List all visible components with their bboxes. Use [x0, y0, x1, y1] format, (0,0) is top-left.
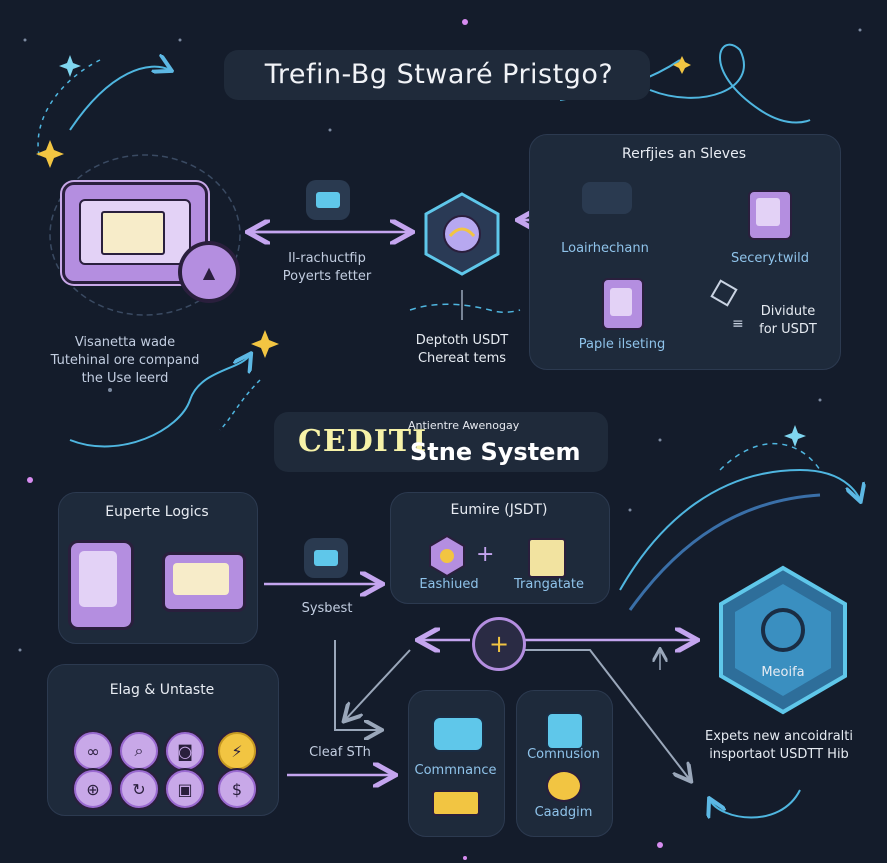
arrow-down-left: [334, 640, 380, 730]
phone-icon[interactable]: [602, 278, 644, 330]
bottom-right-caption: Expets new ancoidralti insportaot USDTT …: [705, 729, 853, 762]
cycle-icon[interactable]: ↻: [120, 770, 158, 808]
decorative-swirl-right: [619, 468, 860, 591]
star-gold-3: [673, 56, 691, 74]
arrow-diagonal-right: [510, 649, 690, 780]
dashed-hex-path: [409, 303, 521, 313]
middle-title-main: Stne System: [410, 438, 581, 466]
arrow-diagonal-left: [345, 649, 411, 720]
euperte-screen-icon[interactable]: [162, 552, 246, 612]
page-title: Trefin-Bg Stwaré Pristgo?: [264, 59, 614, 90]
briefcase-icon-middle: [304, 538, 348, 578]
eumire-panel: [390, 492, 610, 604]
cleaf-label: Cleaf STh: [309, 745, 371, 760]
eumire-item1: Eashiued: [419, 577, 479, 592]
toolbox-icon: [582, 182, 632, 214]
briefcase-icon-top: [306, 180, 350, 220]
chip-icon[interactable]: [546, 712, 584, 750]
lock-icon: [546, 770, 582, 802]
decorative-swirl-top-left: [69, 67, 170, 131]
decorative-swirl-bottom-right: [710, 789, 801, 818]
decorative-swirl-right-2: [628, 493, 821, 611]
star-pink-2: [657, 842, 663, 848]
middle-title-big: CEDITI: [298, 424, 428, 459]
dashed-curve-middle-left: [219, 379, 261, 431]
euperte-device-icon[interactable]: [68, 540, 134, 630]
chain-icon[interactable]: ∞: [74, 732, 112, 770]
plus-sign: +: [476, 542, 495, 567]
top-right-panel-title: Rerfjies an Sleves: [621, 146, 747, 162]
decorative-swirl-top-right: [649, 43, 811, 124]
dividute-label: Dividute for USDT: [759, 304, 817, 337]
device-screen: [79, 199, 191, 265]
lightning-icon[interactable]: ⚡: [218, 732, 256, 770]
top-left-caption: Visanetta wade Tutehinal ore compand the…: [50, 335, 200, 386]
camera-icon[interactable]: ◙: [166, 732, 204, 770]
dollar-icon[interactable]: $: [218, 770, 256, 808]
eumire-item2: Trangatate: [514, 577, 584, 592]
hex-caption: Deptoth USDT Chereat tems: [415, 333, 509, 366]
meoifa-label: Meoifa: [761, 665, 805, 680]
box-icon[interactable]: ▣: [166, 770, 204, 808]
middle-title-small: Antientre Awenogay: [408, 419, 520, 432]
header-pill: [224, 50, 650, 100]
decorative-ellipse-device: [49, 154, 241, 316]
decorative-swirl-middle-left: [69, 355, 250, 448]
speaker-icon[interactable]: [432, 716, 484, 752]
document-icon[interactable]: [528, 538, 566, 578]
top-right-panel: [529, 134, 841, 370]
elag-title: Elag & Untaste: [109, 682, 215, 698]
star-gold-1: [36, 140, 64, 168]
secery-label: Secery.twild: [731, 251, 809, 266]
decorative-dashed-loop: [37, 59, 101, 161]
sysbest-label: Sysbest: [301, 601, 353, 616]
star-pink-3: [27, 477, 33, 483]
comnusion-label: Comnusion: [527, 747, 600, 762]
star-pink-4: [463, 856, 467, 860]
caadgim-label: Caadgim: [534, 805, 593, 820]
plus-hub-button[interactable]: +: [472, 617, 526, 671]
screen-content-icon: [101, 211, 165, 255]
middle-title-pill: [274, 412, 608, 472]
tablet-icon[interactable]: [748, 190, 792, 240]
loader-label: Loairhechann: [561, 241, 649, 256]
communance-label: Commnance: [414, 763, 497, 778]
star-pink-1: [462, 19, 468, 25]
decorative-stars: [59, 55, 806, 447]
menu-icon: ≡: [732, 316, 744, 332]
paple-label: Paple ilseting: [578, 337, 666, 352]
link-icon[interactable]: ⊕: [74, 770, 112, 808]
euperte-title: Euperte Logics: [105, 504, 209, 520]
beacon-icon[interactable]: ▲: [180, 243, 238, 301]
eumire-title: Eumire (JSDT): [450, 502, 548, 518]
battery-icon: [432, 790, 480, 816]
star-gold-2: [251, 330, 279, 358]
search-icon[interactable]: ⌕: [120, 732, 158, 770]
arrow-label-top: Il-rachuctfip Poyerts fetter: [282, 251, 372, 284]
